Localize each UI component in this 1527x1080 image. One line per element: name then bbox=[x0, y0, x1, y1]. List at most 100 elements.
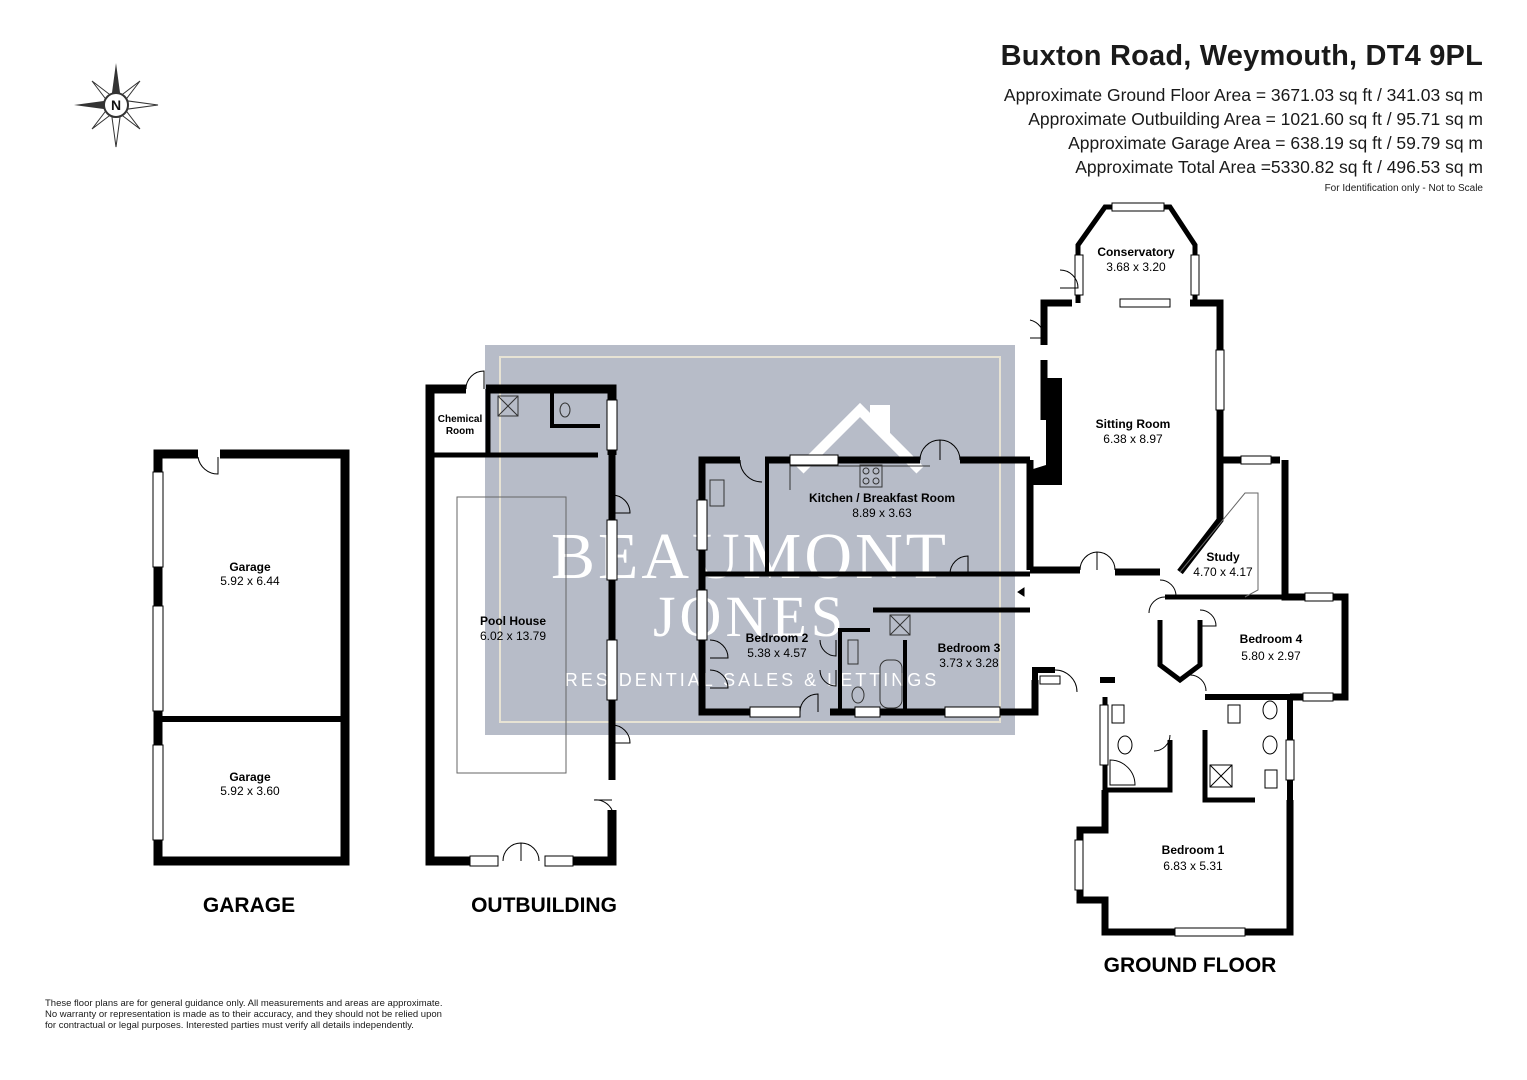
garage-window-3 bbox=[152, 744, 164, 841]
pool-house-name: Pool House bbox=[480, 614, 546, 628]
ensuite-walls bbox=[1102, 697, 1173, 793]
outbuilding-side-door-3-icon bbox=[593, 799, 613, 811]
pool-elements bbox=[456, 370, 631, 867]
bedroom-1-dims: 6.83 x 5.31 bbox=[1163, 859, 1223, 873]
bedroom-3-dims: 3.73 x 3.28 bbox=[939, 656, 999, 670]
sitting-room-dims: 6.38 x 8.97 bbox=[1103, 432, 1163, 446]
sitting-room-name: Sitting Room bbox=[1096, 417, 1171, 431]
disclaimer-line-1: These floor plans are for general guidan… bbox=[45, 998, 443, 1009]
kitchen-french-door-icon bbox=[919, 439, 961, 461]
ensuite-wc-icon bbox=[1117, 735, 1133, 755]
pool-house-dims: 6.02 x 13.79 bbox=[480, 629, 546, 643]
bedroom2-side-window bbox=[696, 589, 708, 641]
conservatory-name: Conservatory bbox=[1097, 245, 1175, 259]
scale-note: For Identification only - Not to Scale bbox=[1324, 183, 1483, 194]
outbuilding-window-4 bbox=[469, 855, 499, 867]
garage-2-dims: 5.92 x 3.60 bbox=[220, 784, 280, 798]
wc-icon bbox=[559, 402, 571, 418]
west-wing-fixtures bbox=[696, 439, 1001, 718]
kitchen-dims: 8.89 x 3.63 bbox=[852, 506, 912, 520]
sitting-room-wall-nw bbox=[1040, 299, 1072, 345]
wc-wall bbox=[550, 389, 600, 428]
kitchen-side-window bbox=[696, 499, 708, 551]
bathroom-window bbox=[854, 706, 881, 718]
bedroom-4-name: Bedroom 4 bbox=[1240, 632, 1303, 646]
bedroom-4-dims: 5.80 x 2.97 bbox=[1241, 649, 1301, 663]
total-area: Approximate Total Area =5330.82 sq ft / … bbox=[1075, 157, 1483, 177]
disclaimer-line-2: No warranty or representation is made as… bbox=[45, 1009, 442, 1020]
garage-door-gap bbox=[198, 449, 220, 459]
study-name: Study bbox=[1206, 550, 1240, 564]
french-door-icon bbox=[502, 842, 540, 862]
study-diagonal-wall bbox=[1177, 460, 1224, 575]
garage-door-swing-icon bbox=[197, 456, 219, 475]
bedroom-1-name: Bedroom 1 bbox=[1162, 843, 1225, 857]
outbuilding-door-icon bbox=[465, 370, 485, 390]
shower-icon bbox=[497, 395, 519, 417]
garage-1-name: Garage bbox=[229, 560, 271, 574]
bedroom-2-name: Bedroom 2 bbox=[746, 631, 809, 645]
garage-windows bbox=[152, 449, 220, 841]
compass-label: N bbox=[111, 97, 121, 113]
study-built-in bbox=[1179, 492, 1259, 598]
swimming-pool bbox=[456, 496, 567, 774]
garage-section-label: GARAGE bbox=[203, 894, 295, 917]
watermark-brand-2: JONES bbox=[653, 584, 847, 649]
ensuite-basin-icon bbox=[1111, 704, 1125, 724]
outbuilding-area: Approximate Outbuilding Area = 1021.60 s… bbox=[1028, 109, 1483, 129]
bathroom-wc-icon bbox=[851, 686, 865, 704]
ground-floor-area: Approximate Ground Floor Area = 3671.03 … bbox=[1003, 85, 1483, 105]
bedroom3-window bbox=[944, 706, 1001, 718]
study-dims: 4.70 x 4.17 bbox=[1193, 565, 1253, 579]
garage-2-name: Garage bbox=[229, 770, 271, 784]
chemical-room-name-2: Room bbox=[446, 426, 474, 437]
outbuilding-window-2 bbox=[606, 519, 618, 581]
chimney-breast bbox=[1030, 378, 1062, 485]
sitting-room-wall-ne bbox=[1190, 299, 1280, 464]
watermark: BEAUMONT JONES RESIDENTIAL SALES & LETTI… bbox=[485, 345, 1015, 735]
garage-window-1 bbox=[152, 471, 164, 568]
hall-french-door-icon bbox=[1079, 551, 1116, 571]
airing-cupboard-icon bbox=[889, 614, 911, 636]
bedroom2-window bbox=[749, 706, 801, 718]
bedroom4-closet-wall bbox=[1157, 620, 1203, 684]
garage-window-2 bbox=[152, 605, 164, 712]
kitchen-name: Kitchen / Breakfast Room bbox=[809, 491, 955, 505]
hob-icon bbox=[859, 464, 883, 488]
watermark-tagline: RESIDENTIAL SALES & LETTINGS bbox=[565, 670, 939, 690]
garage-1-dims: 5.92 x 6.44 bbox=[220, 574, 280, 588]
outbuilding-window-3 bbox=[606, 639, 618, 701]
west-wing-outer-wall-2 bbox=[830, 680, 1039, 716]
watermark-frame bbox=[499, 356, 1001, 723]
sink-icon bbox=[709, 479, 725, 507]
ground-floor-section-label: GROUND FLOOR bbox=[1104, 954, 1277, 977]
watermark-panel bbox=[485, 345, 1015, 735]
ground-floor-east-wing bbox=[1026, 299, 1349, 936]
bathroom-wall bbox=[838, 628, 870, 712]
chemical-room-name-1: Chemical bbox=[438, 414, 483, 425]
conservatory-door-icon bbox=[1059, 269, 1079, 289]
bedroom-2-dims: 5.38 x 4.57 bbox=[747, 646, 807, 660]
north-compass-icon: N bbox=[74, 63, 159, 148]
east-wing-fixtures bbox=[1017, 269, 1278, 789]
garage-area: Approximate Garage Area = 638.19 sq ft /… bbox=[1068, 133, 1483, 153]
bathroom2-wc-icon bbox=[1262, 700, 1278, 720]
bedroom-3-name: Bedroom 3 bbox=[938, 641, 1001, 655]
outbuilding-window-5 bbox=[544, 855, 574, 867]
room-labels: Garage 5.92 x 6.44 Garage 5.92 x 3.60 Ch… bbox=[220, 245, 1302, 873]
bedroom1-walls bbox=[1076, 790, 1294, 936]
conservatory-dims: 3.68 x 3.20 bbox=[1106, 260, 1166, 274]
outbuilding-section-label: OUTBUILDING bbox=[471, 894, 617, 917]
garage-walls bbox=[153, 449, 350, 866]
house-logo-icon bbox=[796, 402, 924, 474]
outbuilding-side-door-2-icon bbox=[611, 724, 631, 744]
bathroom2-shower-icon bbox=[1209, 764, 1233, 788]
kitchen-worktop bbox=[789, 465, 930, 490]
kitchen-window bbox=[789, 454, 839, 466]
bath-icon bbox=[879, 659, 903, 709]
ensuite-shower-icon bbox=[1109, 759, 1136, 786]
disclaimer-line-3: for contractual or legal purposes. Inter… bbox=[45, 1020, 414, 1031]
conservatory-windows bbox=[1039, 202, 1334, 937]
outbuilding-side-door-icon bbox=[611, 494, 631, 514]
